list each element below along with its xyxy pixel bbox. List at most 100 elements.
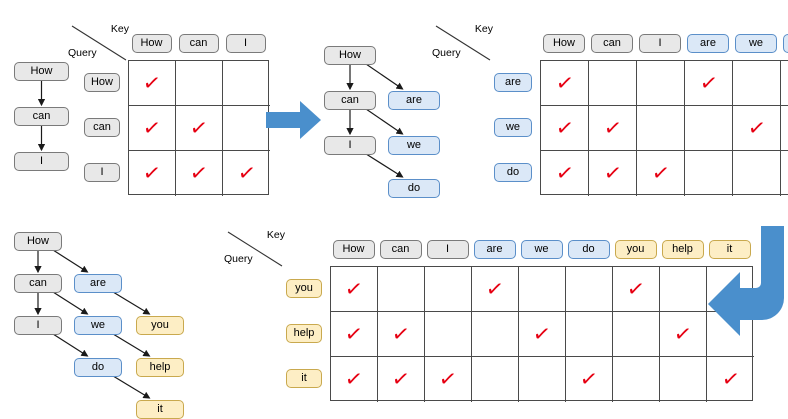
checkmark-icon: ✓: [746, 114, 767, 141]
tree-node-are: are: [74, 274, 122, 293]
mask-cell: [176, 61, 223, 106]
row-header-are: are: [494, 73, 532, 92]
column-header-we: we: [735, 34, 777, 53]
mask-cell: ✓: [223, 151, 270, 196]
row-header-do: do: [494, 163, 532, 182]
checkmark-icon: ✓: [554, 69, 575, 96]
row-header-i: I: [84, 163, 120, 182]
mask-cell: [733, 151, 781, 196]
mask-cell: [613, 312, 660, 357]
column-header-help: help: [661, 240, 704, 259]
mask-cell: ✓: [331, 312, 378, 357]
mask-cell: [660, 267, 707, 312]
attention-grid: ✓✓✓✓✓✓: [128, 60, 270, 196]
column-header-how: How: [332, 240, 375, 259]
mask-cell: ✓: [541, 151, 589, 196]
column-header-can: can: [591, 34, 633, 53]
checkmark-icon: ✓: [343, 320, 365, 347]
checkmark-icon: ✓: [484, 275, 506, 302]
tree-node-i: I: [324, 136, 376, 155]
mask-cell: ✓: [589, 106, 637, 151]
mask-cell: [519, 357, 566, 402]
row-header-we: we: [494, 118, 532, 137]
down-left-arrow-icon: [706, 226, 788, 338]
checkmark-icon: ✓: [554, 114, 575, 141]
mask-cell: ✓: [425, 357, 472, 402]
mask-cell: [733, 61, 781, 106]
tree-node-can: can: [14, 107, 69, 126]
column-header-do: do: [567, 240, 610, 259]
checkmark-icon: ✓: [625, 275, 647, 302]
mask-cell: [566, 267, 613, 312]
mask-cell: [637, 61, 685, 106]
checkmark-icon: ✓: [141, 69, 163, 96]
row-header-help: help: [286, 324, 322, 343]
mask-cell: [685, 151, 733, 196]
column-header-how: How: [543, 34, 585, 53]
row-header-how: How: [84, 73, 120, 92]
mask-cell: [425, 267, 472, 312]
mask-cell: ✓: [685, 61, 733, 106]
tree-node-help: help: [136, 358, 184, 377]
tree-node-how: How: [14, 62, 69, 81]
mask-cell: [223, 61, 270, 106]
mask-cell: [613, 357, 660, 402]
mask-cell: ✓: [129, 151, 176, 196]
column-header-i: I: [639, 34, 681, 53]
mask-cell: ✓: [331, 267, 378, 312]
mask-cell: ✓: [733, 106, 781, 151]
mask-cell: ✓: [519, 312, 566, 357]
tree-node-we: we: [74, 316, 122, 335]
mask-cell: ✓: [378, 312, 425, 357]
column-header-i: I: [225, 34, 266, 53]
mask-cell: [781, 61, 788, 106]
mask-cell: [472, 357, 519, 402]
checkmark-icon: ✓: [390, 365, 412, 393]
mask-cell: ✓: [129, 106, 176, 151]
tree-node-how: How: [14, 232, 62, 251]
checkmark-icon: ✓: [141, 159, 163, 187]
mask-cell: ✓: [566, 357, 613, 402]
mask-cell: ✓: [707, 357, 754, 402]
checkmark-icon: ✓: [650, 159, 671, 187]
column-header-i: I: [426, 240, 469, 259]
column-header-can: can: [178, 34, 219, 53]
key-query-corner-label-stage2: Key Query: [432, 22, 494, 62]
mask-cell: [425, 312, 472, 357]
mask-cell: [472, 312, 519, 357]
mask-cell: ✓: [541, 61, 589, 106]
mask-cell: ✓: [781, 151, 788, 196]
mask-cell: ✓: [331, 357, 378, 402]
column-header-do: do: [783, 34, 788, 53]
row-header-can: can: [84, 118, 120, 137]
mask-cell: [685, 106, 733, 151]
mask-cell: ✓: [378, 357, 425, 402]
mask-cell: [781, 106, 788, 151]
mask-cell: [707, 312, 754, 357]
attention-grid: ✓✓✓✓✓✓✓✓✓: [540, 60, 788, 196]
mask-cell: ✓: [637, 151, 685, 196]
checkmark-icon: ✓: [672, 320, 694, 347]
tree-node-do: do: [388, 179, 440, 198]
mask-cell: [223, 106, 270, 151]
mask-cell: [566, 312, 613, 357]
column-header-can: can: [379, 240, 422, 259]
query-label: Query: [224, 253, 253, 265]
row-header-it: it: [286, 369, 322, 388]
mask-cell: [519, 267, 566, 312]
column-header-you: you: [614, 240, 657, 259]
checkmark-icon: ✓: [531, 320, 553, 347]
mask-cell: ✓: [660, 312, 707, 357]
tree-node-can: can: [324, 91, 376, 110]
checkmark-icon: ✓: [698, 69, 719, 96]
mask-cell: ✓: [589, 151, 637, 196]
key-label: Key: [474, 23, 493, 35]
checkmark-icon: ✓: [602, 159, 623, 187]
mask-cell: ✓: [472, 267, 519, 312]
tree-node-can: can: [14, 274, 62, 293]
tree-node-i: I: [14, 316, 62, 335]
mask-cell: ✓: [176, 106, 223, 151]
checkmark-icon: ✓: [343, 275, 365, 302]
